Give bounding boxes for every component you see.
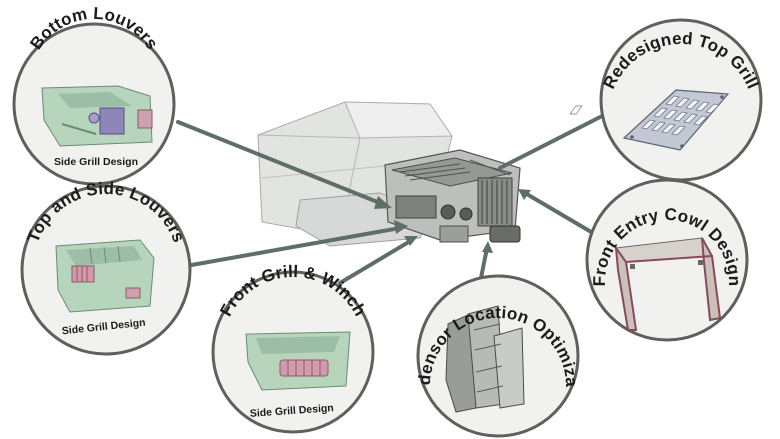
leader-line-front-grill-winch bbox=[338, 238, 414, 285]
top-side-louvers-image bbox=[55, 239, 155, 313]
leader-line-front-entry-cowl bbox=[523, 191, 600, 238]
callout-top-side-louvers: Top and Side Louvers Side Grill Design bbox=[20, 179, 192, 356]
arrow-head-icon bbox=[518, 189, 531, 200]
top-grill-image bbox=[569, 89, 730, 151]
condensor-image bbox=[445, 305, 525, 413]
arrow-head-icon bbox=[394, 220, 408, 234]
bottom-louvers-image bbox=[41, 85, 153, 147]
leader-line-top-side-louvers bbox=[184, 226, 402, 268]
arrow-head-icon bbox=[482, 241, 493, 253]
callout-subtitle: Side Grill Design bbox=[54, 156, 138, 168]
front-grill-winch-image bbox=[245, 331, 351, 391]
callout-front-grill-winch: Front Grill & Winch Side Grill Design bbox=[211, 262, 375, 434]
arrow-head-icon bbox=[374, 196, 392, 209]
front-entry-cowl-image bbox=[614, 237, 722, 331]
callout-front-entry-cowl: Front Entry Cowl Design bbox=[585, 178, 749, 342]
leader-line-top-grill bbox=[498, 110, 612, 170]
vehicle-model bbox=[257, 101, 521, 247]
callout-subtitle: Side Grill Design bbox=[249, 402, 334, 420]
arrow-heads bbox=[374, 189, 531, 253]
arrow-head-icon bbox=[404, 236, 418, 246]
callout-redesigned-top-grill: Redesigned Top Grill bbox=[569, 18, 763, 182]
callout-bottom-louvers: Bottom Louvers Side Grill Design bbox=[12, 4, 176, 186]
leader-line-bottom-louvers bbox=[176, 120, 387, 207]
